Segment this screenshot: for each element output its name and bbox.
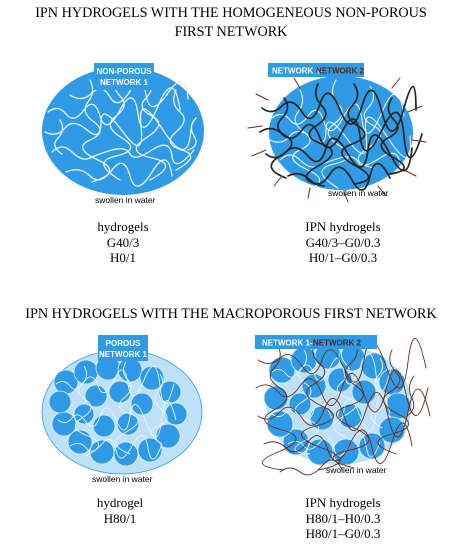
nonporous-tag-line1: NON-POROUS — [96, 67, 152, 76]
ipn1-tag-part1: NETWORK 1- — [272, 67, 323, 76]
porous-swollen-note: swollen in water — [92, 474, 153, 484]
porous-ipn-caption: IPN hydrogels H80/1–H0/0.3 H80/1–G0/0.3 — [282, 495, 404, 542]
ipn2-tag-part2: NETWORK 2 — [313, 339, 362, 348]
section2-title: IPN HYDROGELS WITH THE MACROPOROUS FIRST… — [25, 306, 437, 322]
nonporous-caption: hydrogels G40/3 H0/1 — [65, 219, 181, 266]
nonporous-network1-tag — [94, 63, 154, 90]
nonporous-ipn-caption: IPN hydrogels G40/3–G0/0.3 H0/1–G0/0.3 — [283, 219, 403, 266]
porous-network1-tag — [98, 335, 148, 361]
porous-tag-line2: NETWORK 1 — [99, 350, 148, 359]
network1-chains — [44, 71, 197, 187]
porous-tag-line1: POROUS — [106, 339, 141, 348]
ipn1-tag-part2: NETWORK 2 — [316, 67, 365, 76]
porous-caption-line2: H80/1 — [103, 510, 137, 526]
ipn1-tag — [268, 63, 364, 77]
porous-ipn-caption-line2: H80/1–H0/0.3 — [305, 510, 381, 526]
network2-dangling-ends — [247, 77, 427, 203]
porous-ipn-swollen-note: swollen in water — [326, 465, 387, 475]
section1-title-line2: FIRST NETWORK — [174, 24, 288, 40]
nonporous-caption-line1: hydrogels — [97, 219, 149, 234]
nonporous-ipn-swollen-note: swollen in water — [328, 188, 389, 198]
nonporous-tag-line2: NETWORK 1 — [100, 78, 149, 87]
network2-chains — [255, 338, 431, 476]
porous-ipn-caption-line1: IPN hydrogels — [305, 495, 381, 510]
porous-caption-line1: hydrogel — [96, 495, 144, 510]
ipn2-tag — [255, 335, 377, 349]
network2-chains — [259, 83, 423, 191]
nonporous-caption-line3: H0/1 — [110, 250, 136, 265]
section1-title-line1: IPN HYDROGELS WITH THE HOMOGENEOUS NON-P… — [35, 5, 427, 21]
ipn2-tag-part1: NETWORK 1- — [262, 339, 313, 348]
section1-title: IPN HYDROGELS WITH THE HOMOGENEOUS NON-P… — [0, 4, 462, 42]
nonporous-ipn-caption-line1: IPN hydrogels — [305, 219, 381, 234]
nonporous-caption-line2: G40/3 — [106, 234, 140, 250]
porous-ipn-caption-line3: H80/1–G0/0.3 — [305, 526, 381, 541]
porous-caption: hydrogel H80/1 — [65, 495, 175, 526]
nonporous-swollen-note: swollen in water — [95, 195, 156, 205]
network1-chains — [55, 361, 177, 460]
nonporous-ipn-caption-line3: H0/1–G0/0.3 — [308, 250, 378, 265]
nonporous-ipn-caption-line2: G40/3–G0/0.3 — [305, 234, 381, 250]
